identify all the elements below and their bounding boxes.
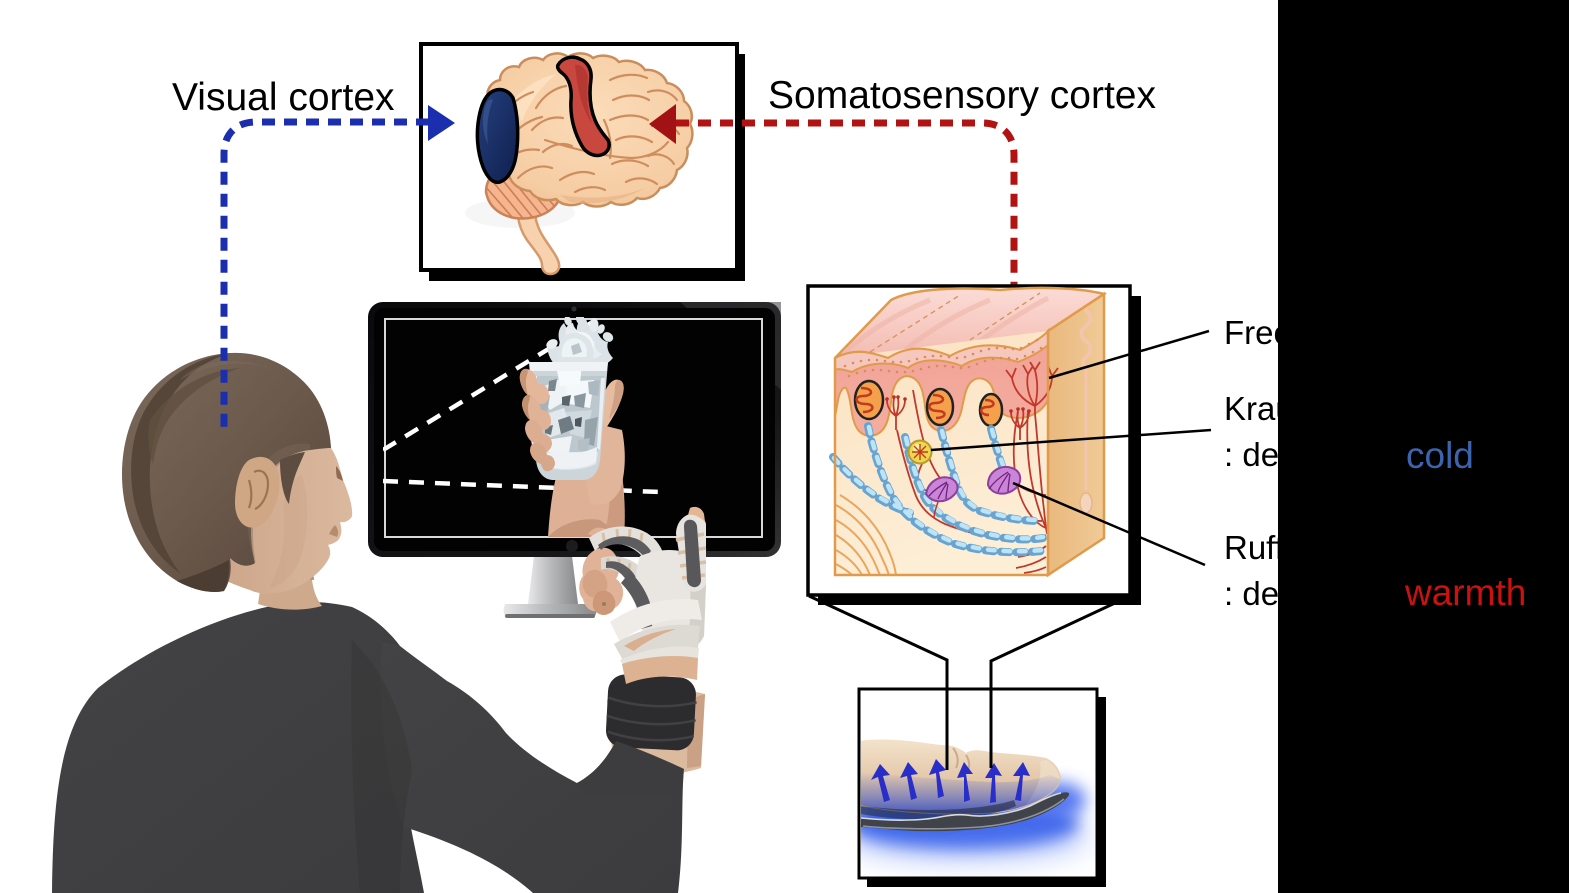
- svg-text:Visual cortex: Visual cortex: [172, 76, 395, 119]
- svg-text:Somatosensory cortex: Somatosensory cortex: [768, 74, 1157, 117]
- svg-text:warmth: warmth: [1404, 572, 1526, 613]
- svg-text:cold: cold: [1406, 435, 1474, 476]
